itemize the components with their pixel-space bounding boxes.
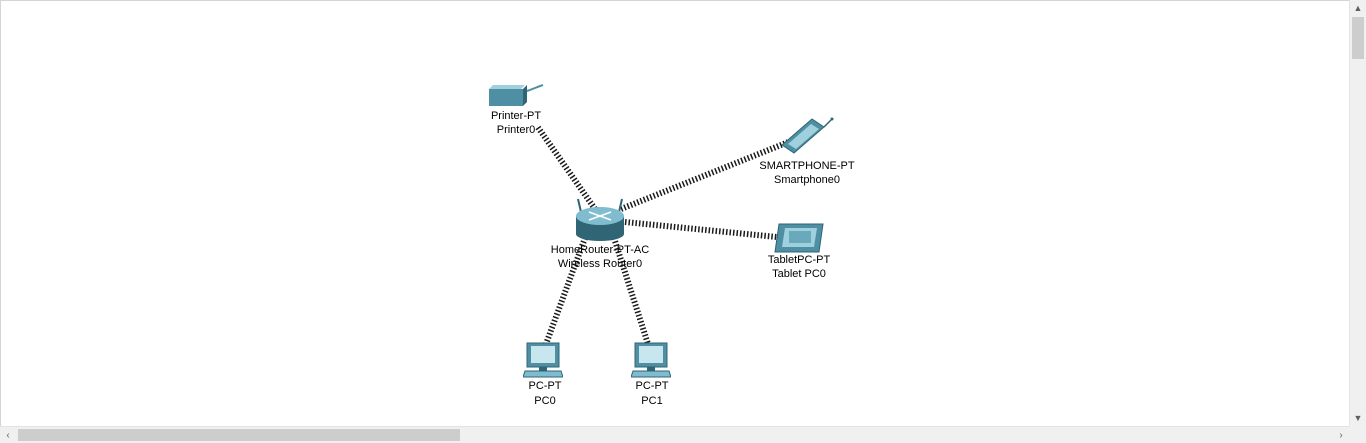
router-name-label: Wireless Router0: [557, 258, 643, 270]
link-router-smartphone[interactable]: [619, 138, 793, 212]
pc0-model-label: PC-PT: [528, 380, 562, 392]
scroll-up-arrow-icon[interactable]: ▲: [1353, 3, 1363, 13]
pc1-model-label: PC-PT: [635, 380, 669, 392]
smartphone-name-label: Smartphone0: [773, 174, 841, 186]
device-pc0[interactable]: [523, 341, 563, 379]
scroll-left-arrow-icon[interactable]: ‹: [6, 429, 10, 441]
device-smartphone0[interactable]: [778, 115, 838, 155]
printer-model-label: Printer-PT: [490, 110, 542, 122]
printer-icon: [489, 84, 544, 106]
link-router-pc1[interactable]: [611, 237, 651, 345]
device-wireless-router0[interactable]: [573, 196, 627, 242]
scroll-down-arrow-icon[interactable]: ▼: [1353, 413, 1363, 423]
scrollbar-corner: [1349, 426, 1366, 443]
smartphone-icon: [781, 117, 834, 154]
wireless-router-icon: [576, 198, 624, 241]
vertical-scrollbar[interactable]: ▲ ▼: [1349, 0, 1366, 426]
tablet-model-label: TabletPC-PT: [767, 254, 831, 266]
pc-icon: [631, 342, 671, 378]
vertical-scroll-thumb[interactable]: [1352, 17, 1364, 59]
pc0-name-label: PC0: [534, 395, 556, 407]
link-router-tablet[interactable]: [624, 219, 778, 240]
router-model-label: HomeRouter-PT-AC: [550, 244, 650, 256]
logical-workspace-canvas[interactable]: Printer-PT Printer0 SMARTPHONE-PT Smartp…: [0, 0, 1349, 426]
tablet-icon: [774, 223, 824, 253]
scroll-right-arrow-icon[interactable]: ›: [1339, 429, 1343, 441]
pc-icon: [523, 342, 563, 378]
device-printer0[interactable]: [487, 83, 545, 109]
link-router-pc0[interactable]: [543, 236, 588, 346]
wireless-links-layer: [534, 124, 793, 346]
device-tablet-pc0[interactable]: [773, 222, 827, 254]
device-pc1[interactable]: [631, 341, 671, 379]
pc1-name-label: PC1: [641, 395, 663, 407]
tablet-name-label: Tablet PC0: [772, 268, 826, 280]
smartphone-model-label: SMARTPHONE-PT: [759, 160, 855, 172]
printer-name-label: Printer0: [496, 124, 536, 136]
horizontal-scrollbar[interactable]: ‹ ›: [0, 426, 1349, 443]
horizontal-scroll-thumb[interactable]: [18, 429, 460, 441]
link-router-printer[interactable]: [534, 124, 598, 211]
